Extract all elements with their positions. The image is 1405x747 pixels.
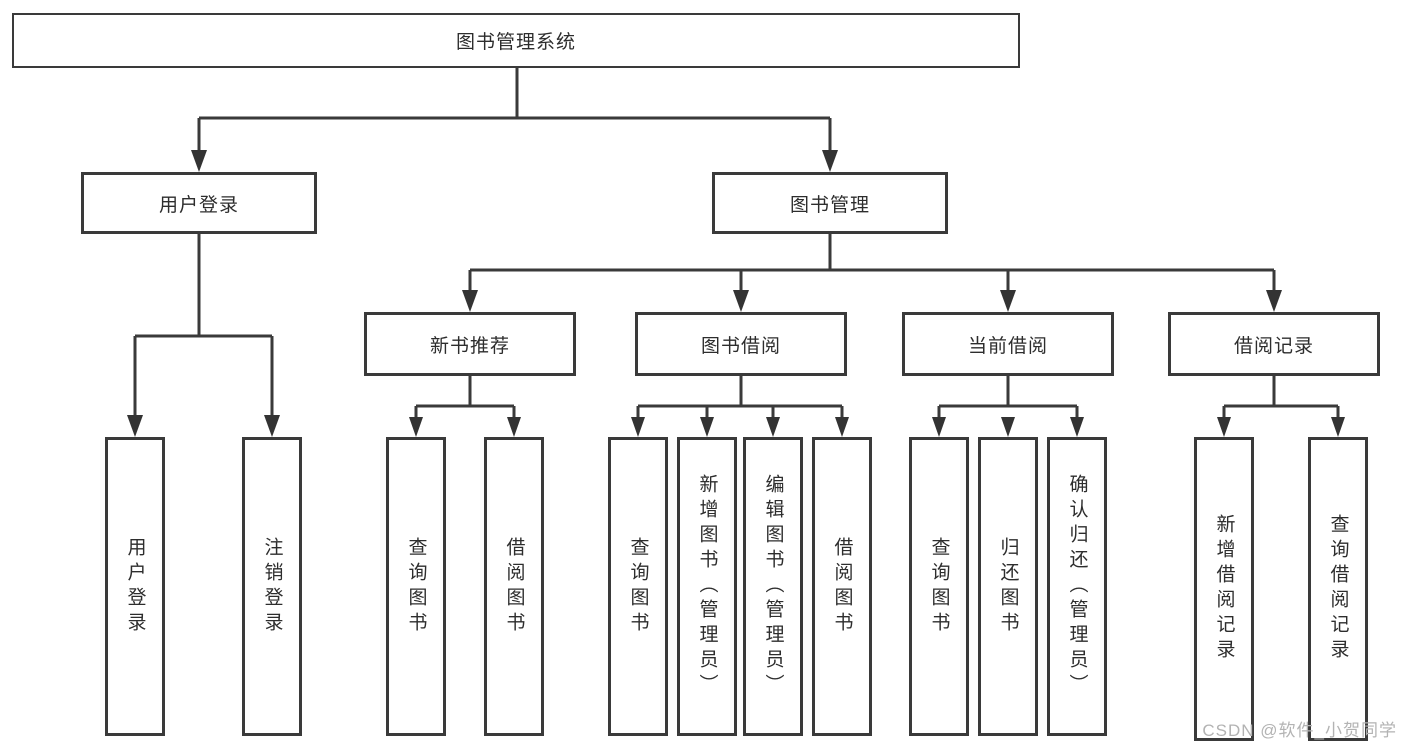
leaf-user-login-label: 用户登录 <box>124 536 146 637</box>
leaf-current-return-label: 归还图书 <box>997 536 1019 637</box>
leaf-borrow-add: 新增图书（管理员） <box>677 437 737 736</box>
leaf-current-confirm: 确认归还（管理员） <box>1047 437 1107 736</box>
node-book-borrow: 图书借阅 <box>635 312 847 376</box>
leaf-borrow-query: 查询图书 <box>608 437 668 736</box>
leaf-record-add: 新增借阅记录 <box>1194 437 1254 741</box>
leaf-record-query: 查询借阅记录 <box>1308 437 1368 741</box>
leaf-current-query-label: 查询图书 <box>928 536 950 637</box>
node-new-book-recommend: 新书推荐 <box>364 312 576 376</box>
node-user-login: 用户登录 <box>81 172 317 234</box>
connector-root-to-level2 <box>191 66 838 172</box>
csdn-watermark: CSDN @软件_小贺同学 <box>1202 721 1397 740</box>
leaf-borrow-query-label: 查询图书 <box>627 536 649 637</box>
leaf-logout: 注销登录 <box>242 437 302 736</box>
leaf-current-return: 归还图书 <box>978 437 1038 736</box>
node-book-management: 图书管理 <box>712 172 948 234</box>
leaf-current-confirm-label: 确认归还（管理员） <box>1066 474 1088 699</box>
node-library-system: 图书管理系统 <box>12 13 1020 68</box>
leaf-user-login: 用户登录 <box>105 437 165 736</box>
leaf-recommend-query-label: 查询图书 <box>405 536 427 637</box>
leaf-recommend-borrow-label: 借阅图书 <box>503 536 525 637</box>
connector-recommend-to-leaves <box>409 376 521 437</box>
leaf-record-query-label: 查询借阅记录 <box>1327 514 1349 664</box>
leaf-recommend-borrow: 借阅图书 <box>484 437 544 736</box>
leaf-borrow-borrow-label: 借阅图书 <box>831 536 853 637</box>
node-current-borrow: 当前借阅 <box>902 312 1114 376</box>
connector-userlogin-to-leaves <box>127 234 280 437</box>
leaf-borrow-add-label: 新增图书（管理员） <box>696 474 718 699</box>
leaf-logout-label: 注销登录 <box>261 536 283 637</box>
node-borrow-record: 借阅记录 <box>1168 312 1380 376</box>
connector-record-to-leaves <box>1217 376 1345 437</box>
leaf-recommend-query: 查询图书 <box>386 437 446 736</box>
leaf-borrow-borrow: 借阅图书 <box>812 437 872 736</box>
leaf-borrow-edit-label: 编辑图书（管理员） <box>762 474 784 699</box>
leaf-record-add-label: 新增借阅记录 <box>1213 514 1235 664</box>
connector-borrow-to-leaves <box>631 376 849 437</box>
leaf-current-query: 查询图书 <box>909 437 969 736</box>
leaf-borrow-edit: 编辑图书（管理员） <box>743 437 803 736</box>
connector-bookmgmt-to-level3 <box>462 234 1282 312</box>
connector-current-to-leaves <box>932 376 1084 437</box>
